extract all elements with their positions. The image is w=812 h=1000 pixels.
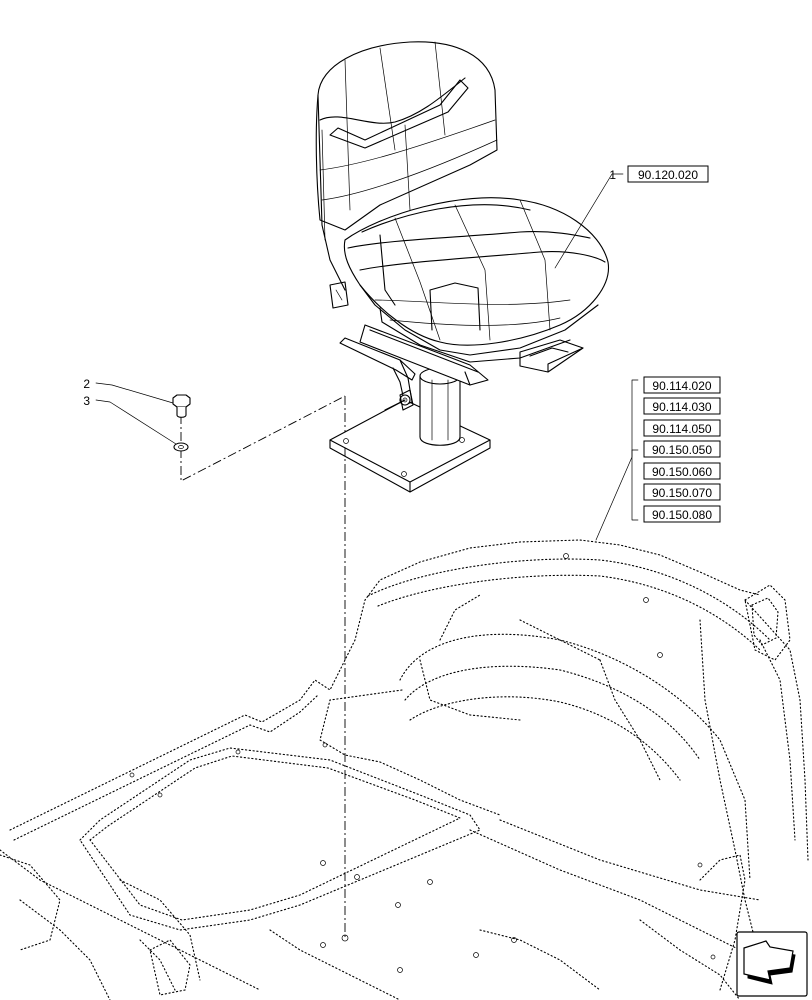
assembly-lines [180, 395, 346, 940]
callout-leaders [95, 173, 639, 541]
operator-seat [315, 41, 609, 363]
reference-number: 90.120.020 [638, 168, 698, 182]
callout-1: 1 90.120.020 [609, 165, 709, 183]
reference-number: 90.150.070 [652, 486, 712, 500]
reference-number: 90.114.050 [652, 422, 711, 436]
reference-box[interactable]: 90.150.060 [643, 462, 721, 480]
reference-box[interactable]: 90.150.070 [643, 483, 721, 501]
reference-box[interactable]: 90.114.020 [643, 376, 721, 394]
reference-number: 90.150.050 [652, 443, 712, 457]
reference-number: 90.150.060 [652, 465, 712, 479]
reference-number: 90.114.030 [652, 400, 711, 414]
reference-box[interactable]: 90.120.020 [627, 165, 709, 183]
bolt [172, 394, 191, 418]
washer [173, 442, 189, 452]
seat-pedestal [329, 324, 584, 493]
reference-number: 90.114.020 [652, 379, 711, 393]
next-page-arrow-icon[interactable] [736, 931, 808, 997]
reference-group: 90.114.020 90.114.030 90.114.050 90.150.… [643, 376, 721, 523]
reference-box[interactable]: 90.150.080 [643, 505, 721, 523]
reference-box[interactable]: 90.150.050 [643, 440, 721, 458]
tractor-frame [0, 539, 809, 1000]
callout-label: 3 [83, 394, 90, 408]
reference-number: 90.150.080 [652, 508, 712, 522]
reference-box[interactable]: 90.114.030 [643, 397, 721, 415]
callout-label: 2 [83, 377, 90, 391]
callout-label: 1 [609, 168, 616, 182]
reference-box[interactable]: 90.114.050 [643, 419, 721, 437]
